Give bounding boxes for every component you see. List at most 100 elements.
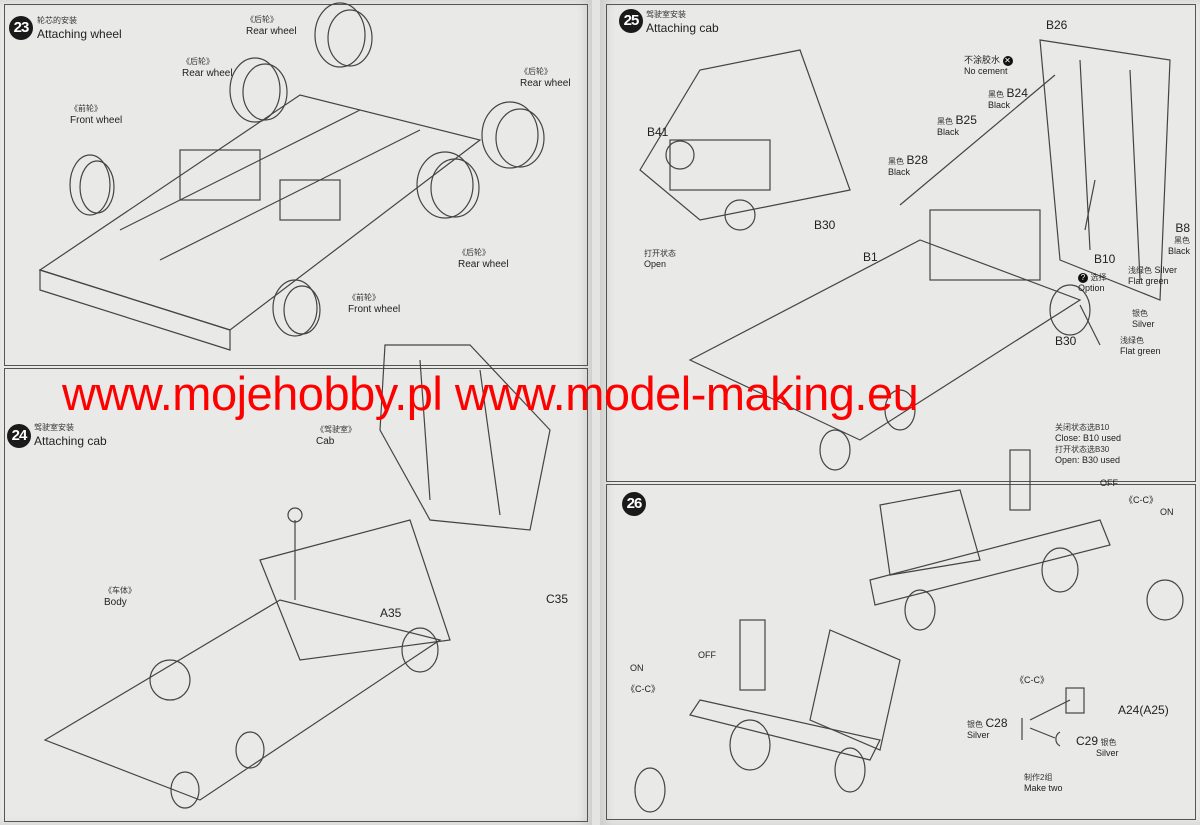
off-label: OFF: [1100, 478, 1118, 488]
part-b30-option: B30: [1055, 334, 1077, 348]
color-cn: 黑色: [937, 117, 953, 126]
part-b25: B25: [955, 113, 977, 127]
label-cn: 《车体》: [104, 586, 136, 595]
label-en: Cab: [316, 436, 335, 447]
rear-wheel-label: 《后轮》Rear wheel: [246, 14, 297, 38]
open-label: Open: B30 used: [1055, 455, 1121, 465]
step-23-badge: 23: [9, 16, 33, 40]
color-cn: 黑色: [988, 90, 1004, 99]
part-c35: C35: [546, 592, 569, 606]
color-black: Black: [988, 100, 1011, 110]
body-label: 《车体》 Body: [104, 585, 136, 609]
open-cn: 打开状态: [644, 249, 676, 258]
step-26-frame: [606, 484, 1196, 820]
close-label: Close: B10 used: [1055, 433, 1122, 443]
rear-wheel-label: 《后轮》 Rear wheel: [182, 56, 233, 80]
bracket-parts-step26: [1021, 687, 1085, 747]
step-23-title-cn: 轮芯的安装: [37, 16, 77, 25]
cab-step24: [379, 344, 551, 531]
step-23-frame: [4, 4, 588, 366]
color-cn: 浅绿色: [1128, 266, 1152, 275]
part-b24: B24: [1006, 86, 1028, 100]
cab-frame-step25: [1039, 39, 1171, 301]
label-en: Body: [104, 597, 127, 608]
left-page: [0, 0, 592, 825]
chassis-step25: [688, 74, 1101, 471]
color-cn: 黑色: [888, 157, 904, 166]
label-en: Rear wheel: [246, 26, 297, 37]
cc-label: 《C-C》: [1124, 495, 1158, 505]
color-cn: 银色: [1132, 309, 1148, 318]
step-24-frame: [4, 368, 588, 822]
step-23-title: Attaching wheel: [37, 27, 122, 41]
step-24-title-cn: 驾驶室安装: [34, 423, 74, 432]
label-en: Rear wheel: [182, 68, 233, 79]
label-cn: 《后轮》: [458, 248, 490, 257]
color-silver: Silver: [1096, 748, 1119, 758]
cc-label: 《C-C》: [626, 684, 660, 694]
close-cn: 关闭状态选B10: [1055, 423, 1110, 432]
on-label: ON: [630, 663, 644, 673]
color-cn: 银色: [1100, 738, 1117, 747]
rear-wheel-label: 《后轮》 Rear wheel: [520, 66, 571, 90]
part-b26: B26: [1046, 18, 1068, 32]
step-25-title-cn: 驾驶室安装: [646, 10, 686, 19]
label-en: Rear wheel: [458, 259, 509, 270]
no-cement-label: No cement: [964, 66, 1008, 76]
make-two-cn: 制作2组: [1024, 773, 1053, 782]
part-c29: C29: [1076, 734, 1099, 748]
truck-upper-step26: [869, 449, 1184, 631]
no-cement-note: 不涂胶水 ✕No cement: [964, 55, 1013, 77]
right-page: [600, 0, 1200, 825]
part-b28: B28: [906, 153, 928, 167]
label-cn: 《后轮》: [182, 57, 214, 66]
label-en: Rear wheel: [520, 78, 571, 89]
step-25-title: Attaching cab: [646, 21, 719, 35]
open-label: Open: [644, 259, 667, 269]
color-silver: Silver: [1132, 319, 1155, 329]
option-cn: 选择: [1090, 273, 1107, 282]
front-wheel-label: 《前轮》 Front wheel: [70, 103, 122, 127]
cab-open-step25: [639, 49, 851, 231]
open-cn: 打开状态选B30: [1055, 445, 1110, 454]
label-en: Front wheel: [70, 115, 123, 126]
part-b8: B8: [1175, 221, 1191, 235]
step-26-badge: 26: [622, 492, 646, 516]
color-cn: 银色: [967, 720, 983, 729]
option-label: Option: [1078, 283, 1105, 293]
label-cn: 《前轮》: [348, 293, 380, 302]
color-silver: Silver: [1154, 265, 1178, 275]
color-flat-green: Flat green: [1120, 346, 1161, 356]
part-b41: B41: [647, 125, 669, 139]
no-cement-icon: ✕: [1002, 56, 1013, 66]
part-b10: B10: [1094, 252, 1116, 266]
label-cn: 《前轮》: [70, 104, 102, 113]
part-c28: C28: [985, 716, 1008, 730]
color-silver: Silver: [967, 730, 990, 740]
chassis-step23: [38, 94, 482, 351]
label-cn: 《后轮》: [520, 67, 552, 76]
color-black: Black: [937, 127, 960, 137]
wheels-step23: [69, 2, 545, 337]
part-b1: B1: [863, 250, 878, 264]
step-25-frame: [606, 4, 1196, 482]
on-label: ON: [1160, 507, 1174, 517]
label-en: Front wheel: [348, 304, 401, 315]
step-25-badge: 25: [619, 9, 643, 33]
part-a35: A35: [380, 606, 402, 620]
color-black: Black: [888, 167, 911, 177]
part-a24: A24(A25): [1118, 703, 1169, 717]
